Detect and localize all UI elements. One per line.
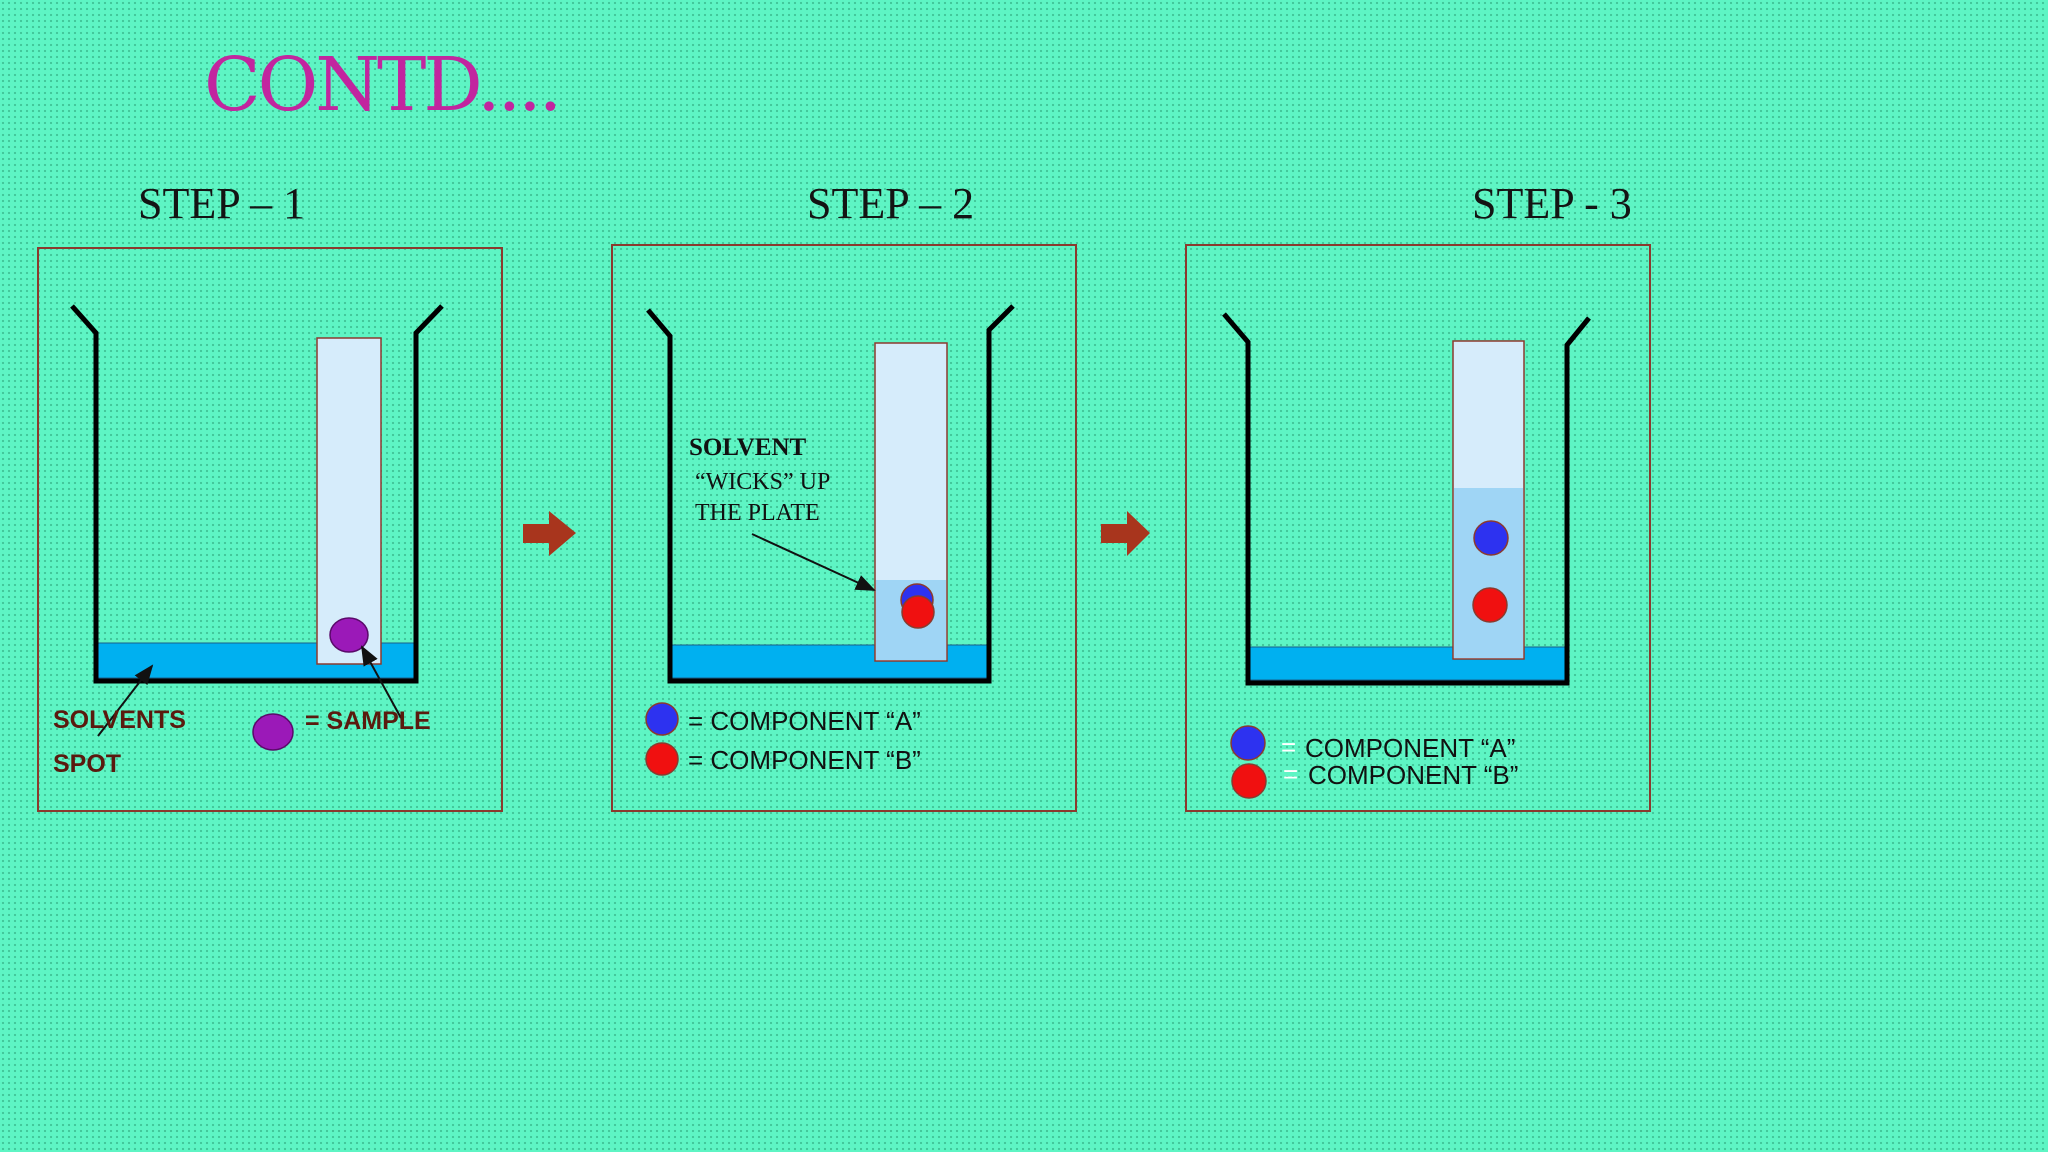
- wicks-annotation-line2: “WICKS” UP: [695, 469, 830, 495]
- sample-legend-label: = SAMPLE: [305, 707, 431, 735]
- step-1-sample-spot: [329, 617, 369, 653]
- step-3-component-b-spot: [1472, 587, 1508, 623]
- step-1-beaker: [70, 304, 444, 684]
- wicks-annotation-line1: SOLVENT: [689, 434, 807, 461]
- wicks-pointer: [751, 533, 876, 591]
- legend-3-component-b-icon: [1231, 763, 1267, 799]
- step-3-frame: [1185, 244, 1651, 812]
- solvents-pointer: [97, 664, 154, 737]
- legend-component-a-icon: [645, 702, 679, 736]
- step-1-frame: [37, 247, 503, 812]
- step-2-panel: SOLVENT “WICKS” UP THE PLATE = COMPONENT…: [611, 244, 1077, 812]
- step-1-plate: [316, 337, 382, 665]
- legend-3-component-a-icon: [1230, 725, 1266, 761]
- step-1-panel: SOLVENTS SPOT = SAMPLE: [37, 247, 503, 812]
- spot-pointer: [361, 645, 402, 719]
- step-2-title: STEP – 2: [807, 179, 975, 228]
- solvents-label: SOLVENTS: [53, 706, 186, 734]
- step-3-panel: = COMPONENT “A” = COMPONENT “B”: [1185, 244, 1651, 812]
- step-3-beaker: [1222, 312, 1591, 686]
- slide-title: CONTD....: [204, 42, 562, 128]
- step-2-frame: [611, 244, 1077, 812]
- step-1-title: STEP – 1: [138, 179, 306, 228]
- sample-legend-icon: [252, 713, 294, 751]
- step-3-title: STEP - 3: [1472, 179, 1632, 228]
- legend-3-component-a-label: COMPONENT “A”: [1305, 733, 1515, 763]
- legend-3-component-b-label: COMPONENT “B”: [1308, 760, 1518, 790]
- step-3-plate-wet: [1454, 488, 1523, 658]
- legend-3-component-a-separator: =: [1281, 732, 1296, 762]
- legend-3-component-b-separator: =: [1283, 759, 1298, 789]
- step-3-component-a-spot: [1473, 520, 1509, 556]
- legend-component-b-icon: [645, 742, 679, 776]
- right-arrow-icon: [1101, 511, 1150, 556]
- legend-component-b-label: = COMPONENT “B”: [688, 745, 921, 775]
- step-2-beaker: [646, 304, 1015, 684]
- wicks-annotation-line3: THE PLATE: [695, 500, 820, 526]
- step-2-component-b-spot: [901, 595, 935, 629]
- legend-component-a-label: = COMPONENT “A”: [688, 706, 921, 736]
- spot-label: SPOT: [53, 750, 121, 778]
- right-arrow-icon: [523, 511, 576, 556]
